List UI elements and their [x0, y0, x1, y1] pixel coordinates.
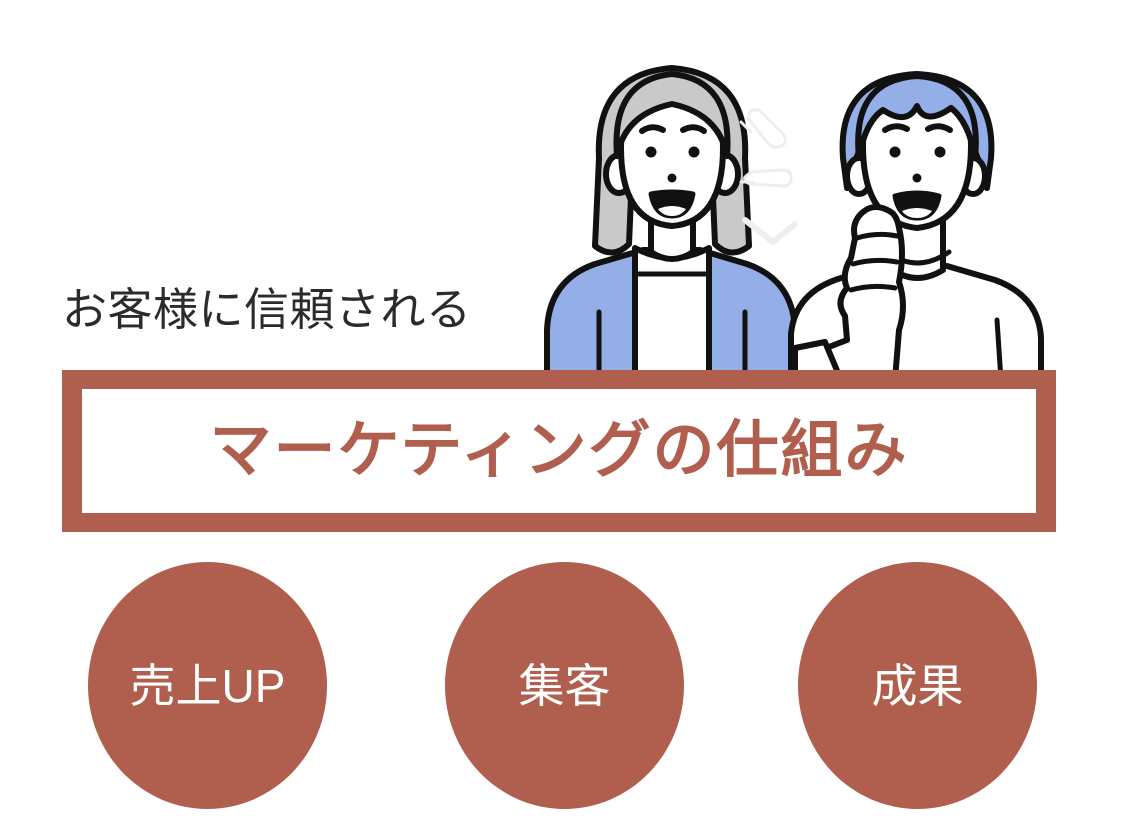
- page-title: マーケティングの仕組み: [209, 416, 909, 485]
- man-eye-right: [934, 146, 946, 158]
- man-eye-left: [889, 146, 901, 158]
- title-banner: マーケティングの仕組み: [62, 370, 1056, 532]
- two-people-illustration: [495, 30, 1075, 380]
- man-eyebrow-right: [925, 123, 953, 133]
- title-banner-inner: マーケティングの仕組み: [82, 389, 1036, 513]
- man-nose: [912, 173, 922, 183]
- woman-nose: [667, 173, 677, 183]
- man-eyebrow-left: [882, 123, 910, 133]
- circle-label-sales-up: 売上UP: [129, 659, 286, 712]
- man-hand: [806, 204, 906, 380]
- woman-eye-left: [645, 146, 657, 158]
- subtitle-text: お客様に信頼される: [62, 284, 472, 335]
- circle-sales-up: 売上UP: [88, 562, 327, 809]
- woman-eyebrow-right: [680, 124, 707, 134]
- circle-customer-acquisition: 集客: [445, 562, 684, 809]
- circle-label-customer-acquisition: 集客: [518, 659, 611, 712]
- circle-results: 成果: [798, 562, 1037, 809]
- sparkle-marks: [739, 108, 798, 245]
- woman-eyebrow-left: [639, 124, 666, 134]
- woman-eye-right: [688, 146, 700, 158]
- circle-label-results: 成果: [871, 659, 964, 712]
